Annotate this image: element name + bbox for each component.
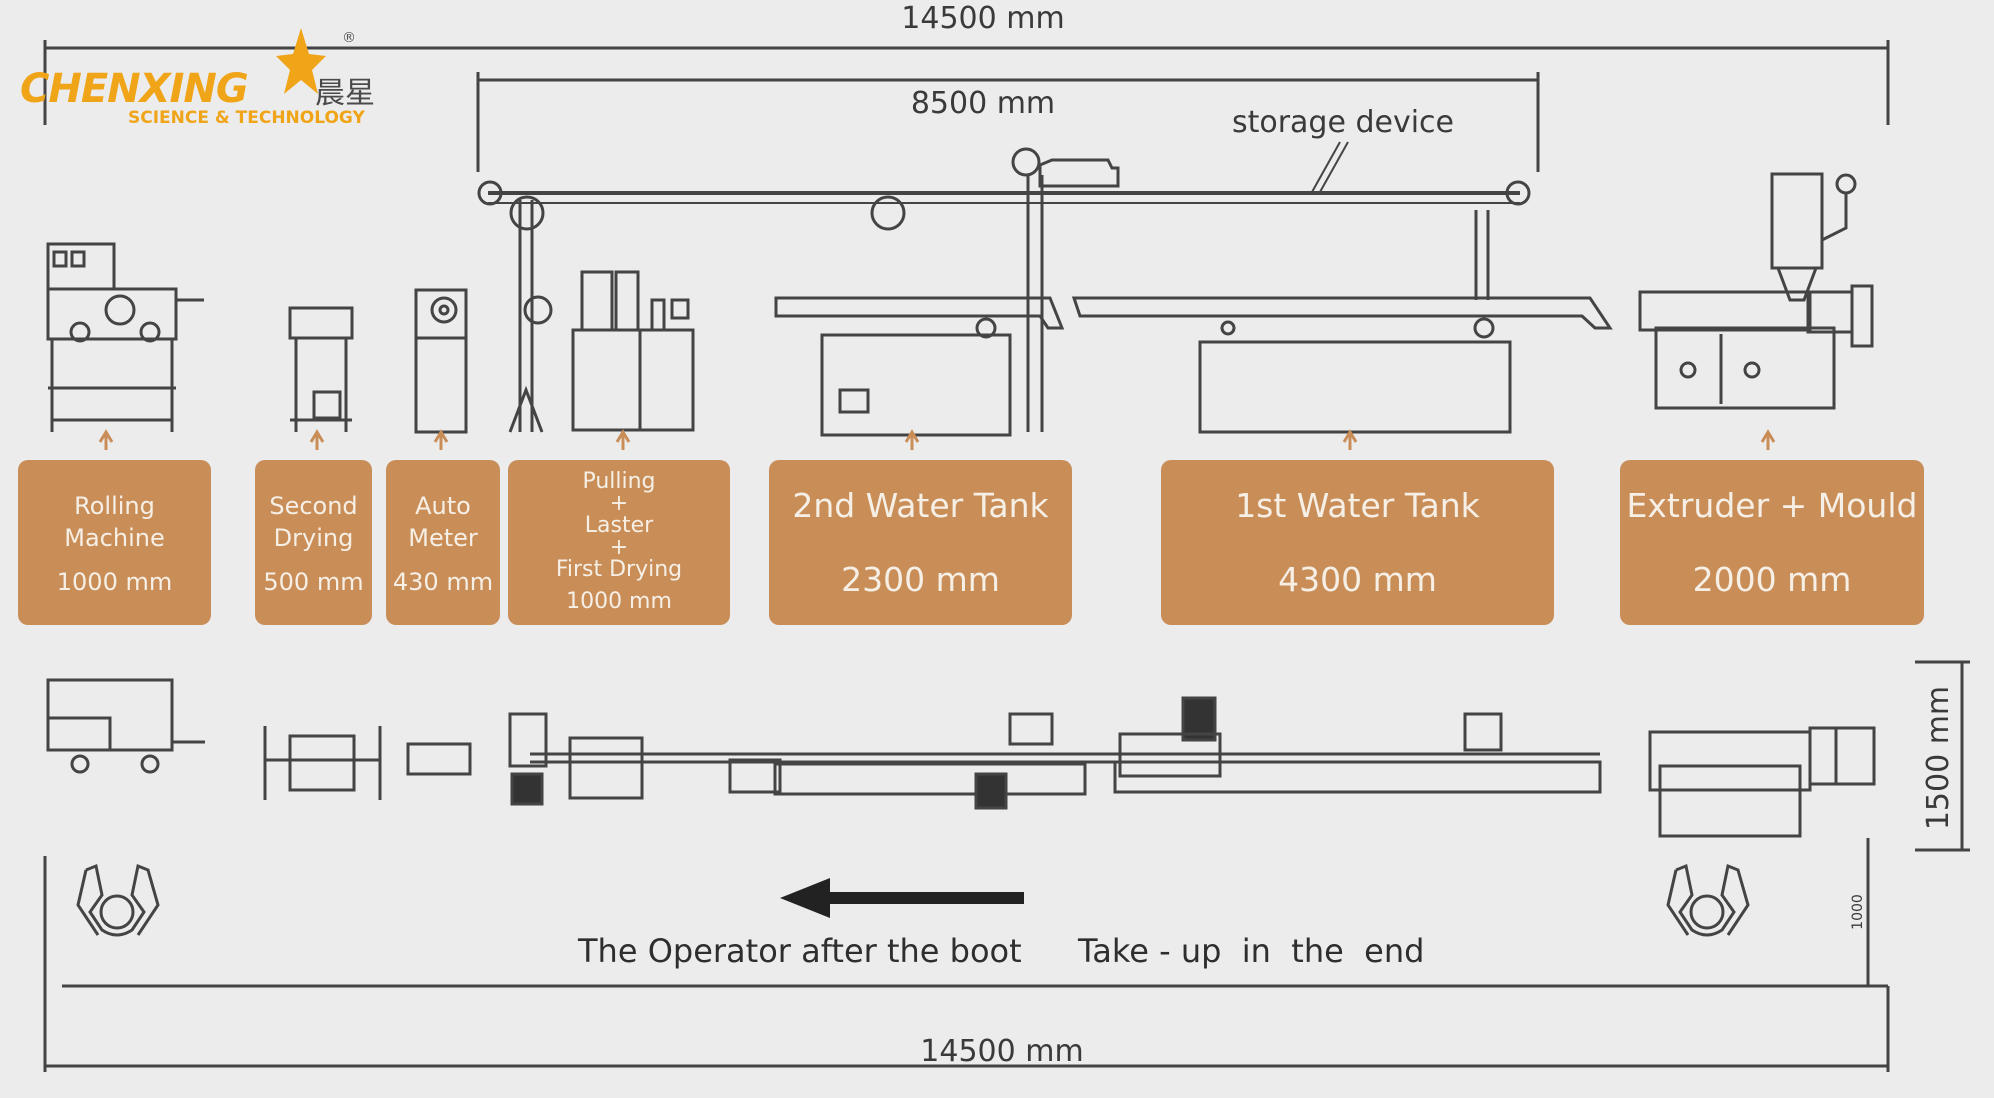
extruder-plan bbox=[1648, 730, 1812, 792]
auto-meter-plan bbox=[406, 742, 472, 776]
second-drying-elevation bbox=[288, 306, 354, 340]
logo-tagline: SCIENCE & TECHNOLOGY bbox=[128, 108, 365, 128]
station-name: Rolling Machine bbox=[64, 491, 165, 552]
pulling-unit-elevation bbox=[571, 328, 695, 432]
station-second-drying: Second Drying 500 mm bbox=[255, 460, 372, 625]
station-first-water-tank: 1st Water Tank 4300 mm bbox=[1161, 460, 1554, 625]
station-length: 1000 mm bbox=[56, 567, 173, 596]
station-name: 1st Water Tank bbox=[1235, 486, 1480, 525]
small-side-dimension-label: 1000 bbox=[1850, 894, 1866, 930]
station-length: 4300 mm bbox=[1278, 560, 1437, 599]
station-length: 1000 mm bbox=[566, 589, 672, 614]
station-name: Auto Meter bbox=[408, 491, 478, 552]
registered-mark: ® bbox=[342, 30, 356, 46]
station-name: 2nd Water Tank bbox=[792, 486, 1049, 525]
station-second-water-tank: 2nd Water Tank 2300 mm bbox=[769, 460, 1072, 625]
side-dimension-label: 1500 mm bbox=[1921, 686, 1956, 830]
star-icon bbox=[276, 28, 326, 94]
takeup-caption: Take - up in the end bbox=[1078, 932, 1425, 970]
station-extruder-mould: Extruder + Mould 2000 mm bbox=[1620, 460, 1924, 625]
second-water-tank-plan bbox=[773, 762, 1087, 796]
first-water-tank-plan bbox=[1113, 760, 1602, 794]
station-rolling-machine: Rolling Machine 1000 mm bbox=[18, 460, 211, 625]
top-total-dimension-label: 14500 mm bbox=[901, 1, 1064, 36]
bottom-total-dimension-label: 14500 mm bbox=[920, 1034, 1083, 1069]
operator-caption: The Operator after the boot bbox=[578, 932, 1022, 970]
first-water-tank-elevation bbox=[1071, 296, 1613, 330]
logo-chinese: 晨星 bbox=[315, 76, 375, 111]
station-name: Second Drying bbox=[269, 491, 358, 552]
station-length: 500 mm bbox=[263, 567, 364, 596]
station-pulling-laster-drying: Pulling + Laster + First Drying 1000 mm bbox=[508, 460, 730, 625]
extruder-elevation bbox=[1654, 326, 1836, 410]
station-length: 430 mm bbox=[392, 567, 494, 596]
chenxing-logo: CHENXING 晨星 ® SCIENCE & TECHNOLOGY bbox=[20, 28, 380, 138]
pulling-unit-plan bbox=[510, 772, 544, 806]
station-auto-meter: Auto Meter 430 mm bbox=[386, 460, 500, 625]
station-name: Pulling + Laster + First Drying bbox=[555, 469, 683, 582]
logo-brand: CHENXING bbox=[20, 66, 249, 112]
second-drying-plan bbox=[288, 734, 356, 792]
direction-arrow bbox=[780, 878, 1024, 918]
operator-right-icon bbox=[1666, 863, 1750, 937]
storage-span-label: 8500 mm bbox=[911, 86, 1055, 121]
second-water-tank-elevation bbox=[774, 296, 1065, 330]
storage-device-label: storage device bbox=[1232, 105, 1454, 140]
operator-left-icon bbox=[76, 863, 160, 937]
station-length: 2300 mm bbox=[841, 560, 1000, 599]
station-name: Extruder + Mould bbox=[1626, 486, 1918, 525]
station-length: 2000 mm bbox=[1692, 560, 1852, 599]
